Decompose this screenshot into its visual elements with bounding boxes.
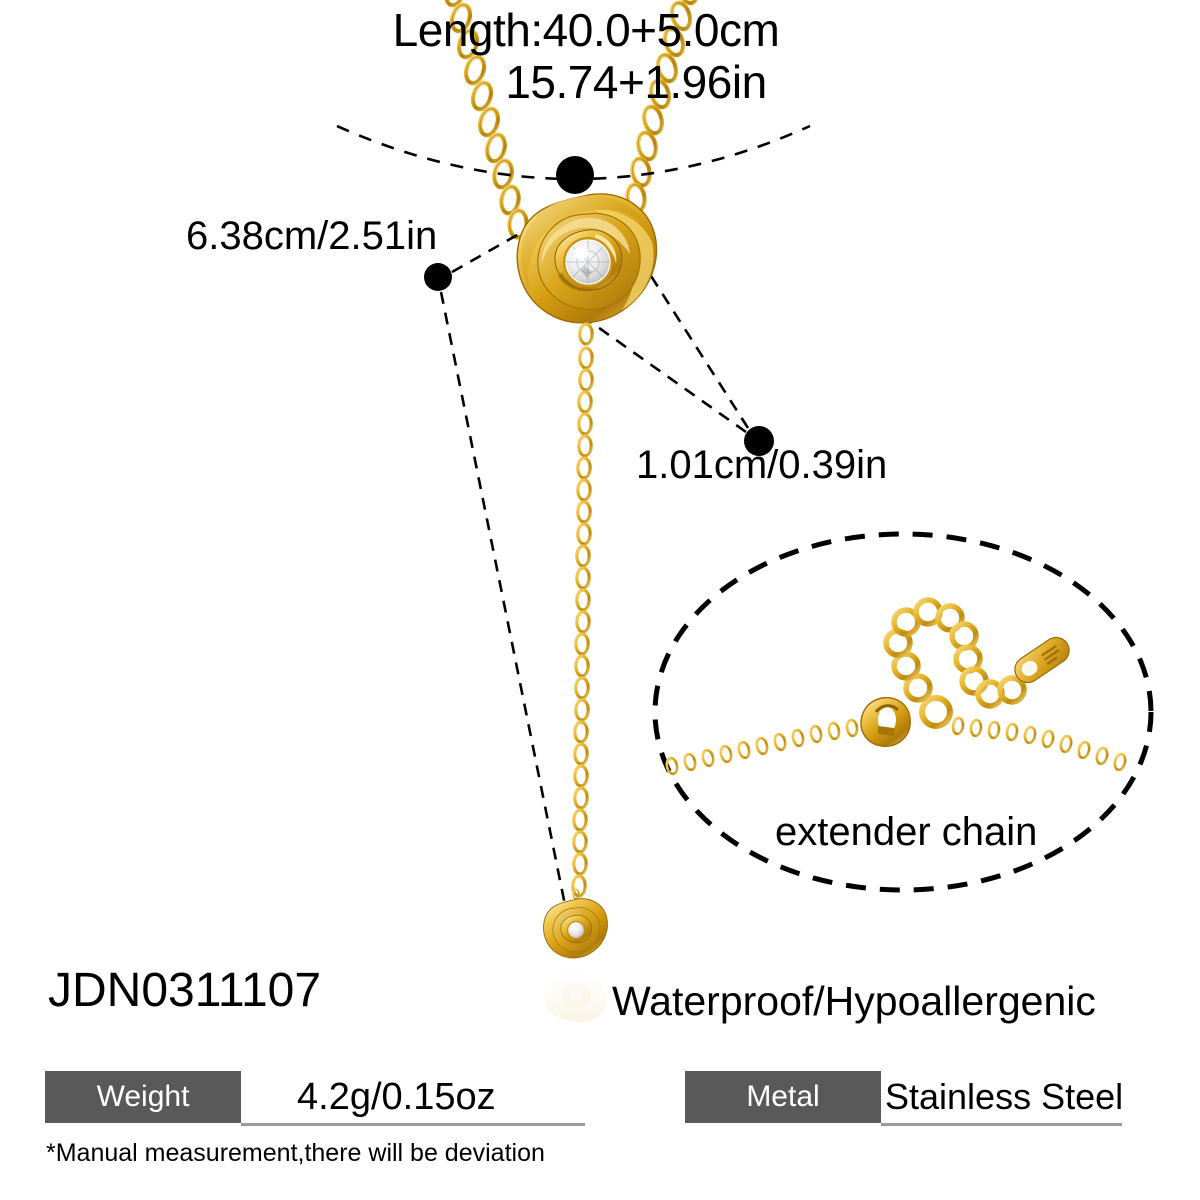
spec-label-metal: Metal <box>685 1071 881 1123</box>
length-cm-text: Length:40.0+5.0cm <box>392 4 780 56</box>
spec-label-weight: Weight <box>45 1071 241 1123</box>
extender-chain-detail <box>664 597 1128 777</box>
main-rose-pendant <box>516 193 658 324</box>
spec-row-weight: Weight 4.2g/0.15oz <box>45 1071 585 1126</box>
drop-rose-pendant <box>543 888 608 959</box>
product-sku: JDN0311107 <box>48 964 322 1017</box>
neckline-measure-marker-dot <box>424 263 452 291</box>
spec-row-metal: Metal Stainless Steel <box>685 1071 1124 1126</box>
product-claim: Waterproof/Hypoallergenic <box>612 978 1096 1024</box>
drop-chain <box>571 346 594 898</box>
spec-value-metal: Stainless Steel <box>885 1076 1124 1117</box>
dashed-ellipse <box>652 531 1154 893</box>
spec-underline-metal <box>881 1123 1122 1126</box>
pendant-reflection <box>544 970 607 1023</box>
extender-chain-label: extender chain <box>775 810 1038 854</box>
spec-underline-weight <box>241 1123 585 1126</box>
length-in-text: 15.74+1.96in <box>505 56 767 108</box>
extension-loop <box>883 597 1027 709</box>
neckline-marker-dot <box>556 156 594 194</box>
neckline-measure-label: 6.38cm/2.51in <box>186 214 438 258</box>
leader-lines-left <box>439 220 568 911</box>
pendant-measure-marker-dot <box>744 426 774 456</box>
pendant-bail <box>578 322 594 346</box>
title-block: Length:40.0+5.0cm 15.74+1.96in <box>0 4 1200 108</box>
pendant-measure-label: 1.01cm/0.39in <box>636 443 888 487</box>
measurement-disclaimer: *Manual measurement,there will be deviat… <box>46 1139 545 1167</box>
spec-value-weight: 4.2g/0.15oz <box>297 1075 496 1118</box>
leader-lines-right <box>584 253 750 434</box>
